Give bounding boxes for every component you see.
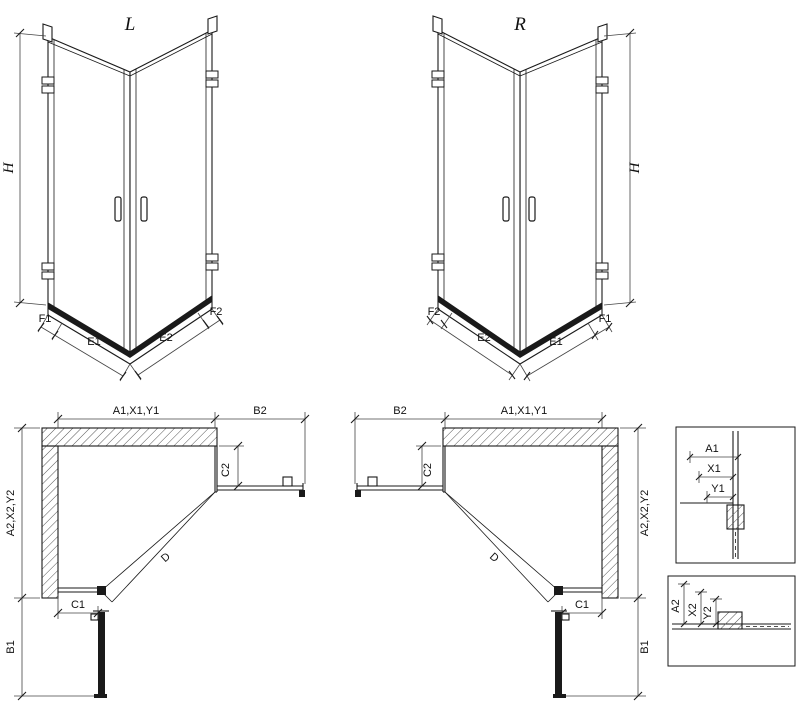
height-dimension: H (1, 28, 47, 308)
wall-profile-cap (207, 15, 218, 35)
plan-dimensions: A1,X1,Y1 B2 C2 A2,X2,Y2 B1 (5, 405, 310, 701)
hinges (431, 70, 609, 280)
dim-label: A1,X1,Y1 (501, 405, 547, 417)
dim-label: F2 (210, 306, 223, 318)
wall-top (442, 427, 619, 447)
dim-label: D (159, 551, 173, 565)
dim-label: E2 (159, 332, 172, 344)
height-label: H (1, 161, 17, 174)
bottom-dimensions: F1 E1 E2 F2 (37, 306, 224, 382)
diagonal-dimension: D (100, 491, 216, 603)
plan-dimensions: A1,X1,Y1 B2 C2 A2,X2,Y2 B1 (350, 405, 651, 701)
height-dimension: H (603, 28, 643, 308)
dim-label: Y2 (702, 606, 714, 619)
dim-label: F1 (39, 313, 52, 325)
dim-label: A2,X2,Y2 (5, 490, 17, 536)
bottom-dimensions: F2 E2 E1 F1 (426, 306, 613, 382)
dim-label: A1,X1,Y1 (113, 405, 159, 417)
wall-profile-cap (42, 23, 53, 43)
variant-label-left: L (124, 14, 136, 35)
dim-label: B2 (393, 405, 406, 417)
dim-label: B1 (639, 640, 651, 653)
plan-view-left: D A1,X1,Y1 B2 C2 A2,X2,Y2 (5, 405, 310, 701)
dim-label: F1 (599, 313, 612, 325)
glass-clamp (726, 504, 745, 530)
door-handle (502, 196, 510, 222)
dim-label: A2,X2,Y2 (639, 490, 651, 536)
glass-panels (437, 29, 603, 354)
glass-clamp (717, 611, 743, 630)
door-handle (114, 196, 122, 222)
front-view-right: R (426, 14, 643, 382)
dim-label: C1 (575, 599, 589, 611)
wall-bracket (299, 490, 305, 497)
plan-view-right: D A1,X1,Y1 B2 C2 A2,X2,Y2 (350, 405, 651, 701)
door-handle (528, 196, 536, 222)
detail-view-top: A1 X1 Y1 (675, 426, 796, 564)
dim-label: C2 (422, 463, 434, 477)
dim-label: Y1 (711, 483, 724, 495)
dim-label: E2 (477, 332, 490, 344)
dim-label: D (487, 551, 501, 565)
wall-right (601, 445, 619, 599)
detail-view-bottom: A2 X2 Y2 (667, 575, 796, 667)
dim-label: F2 (428, 306, 441, 318)
height-label: H (627, 161, 643, 174)
dim-label: C2 (220, 463, 232, 477)
dim-label: C1 (71, 599, 85, 611)
dim-label: E1 (87, 336, 100, 348)
glass-clamp (367, 476, 378, 487)
wall-left (41, 445, 59, 599)
dim-label: B2 (253, 405, 266, 417)
variant-label-right: R (513, 14, 526, 35)
glass-panels (47, 29, 213, 354)
dim-label: B1 (5, 640, 17, 653)
hinges (41, 70, 219, 280)
dim-label: X2 (687, 603, 699, 616)
open-door (90, 610, 109, 698)
dim-label: E1 (549, 336, 562, 348)
wall-bracket (355, 490, 361, 497)
dim-label: X1 (707, 463, 720, 475)
dim-label: A2 (670, 599, 682, 612)
wall-top (41, 427, 218, 447)
wall-profile-cap (432, 15, 443, 35)
door-handle (140, 196, 148, 222)
dim-label: A1 (705, 443, 718, 455)
wall-profile-cap (597, 23, 608, 43)
front-view-left: L (1, 14, 224, 382)
open-door (551, 610, 570, 698)
glass-clamp (282, 476, 293, 487)
diagonal-dimension: D (444, 491, 560, 603)
shower-tray (47, 296, 213, 365)
